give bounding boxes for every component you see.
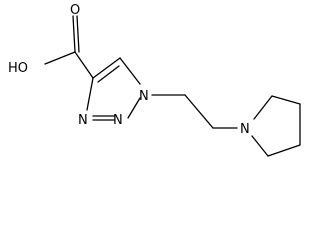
bond-pyrrolidine-c2-c3 [271, 95, 301, 105]
molecule-drawing: HO O N N N N [8, 3, 301, 157]
carbonyl-oxygen-label: O [70, 3, 80, 18]
ring-n3-label: N [78, 113, 88, 128]
structure-canvas: HO O N N N N [8, 3, 301, 157]
ring-n1-label: N [139, 89, 149, 104]
bond-pyrrolidine-c5-n [251, 135, 269, 157]
bond-c4-c5 [92, 57, 121, 79]
bond-c-o-double-b [76, 15, 80, 53]
pyrrolidine-n-label: N [240, 122, 250, 137]
bond-c4-c5-inner [97, 65, 120, 83]
bond-ch2-ch2 [184, 94, 214, 129]
bond-c-oh [44, 51, 76, 65]
bond-n1-n2 [127, 97, 141, 119]
hydroxyl-label: HO [8, 61, 28, 76]
bond-cooh-to-ring [74, 51, 94, 79]
ring-n2-label: N [113, 113, 123, 128]
bond-c-o-double-a [72, 15, 76, 53]
bond-c5-n1 [119, 57, 141, 85]
bond-n3-c4 [86, 77, 94, 111]
bond-pyrrolidine-n-c2 [253, 95, 273, 120]
bond-pyrrolidine-c4-c5 [267, 144, 301, 157]
